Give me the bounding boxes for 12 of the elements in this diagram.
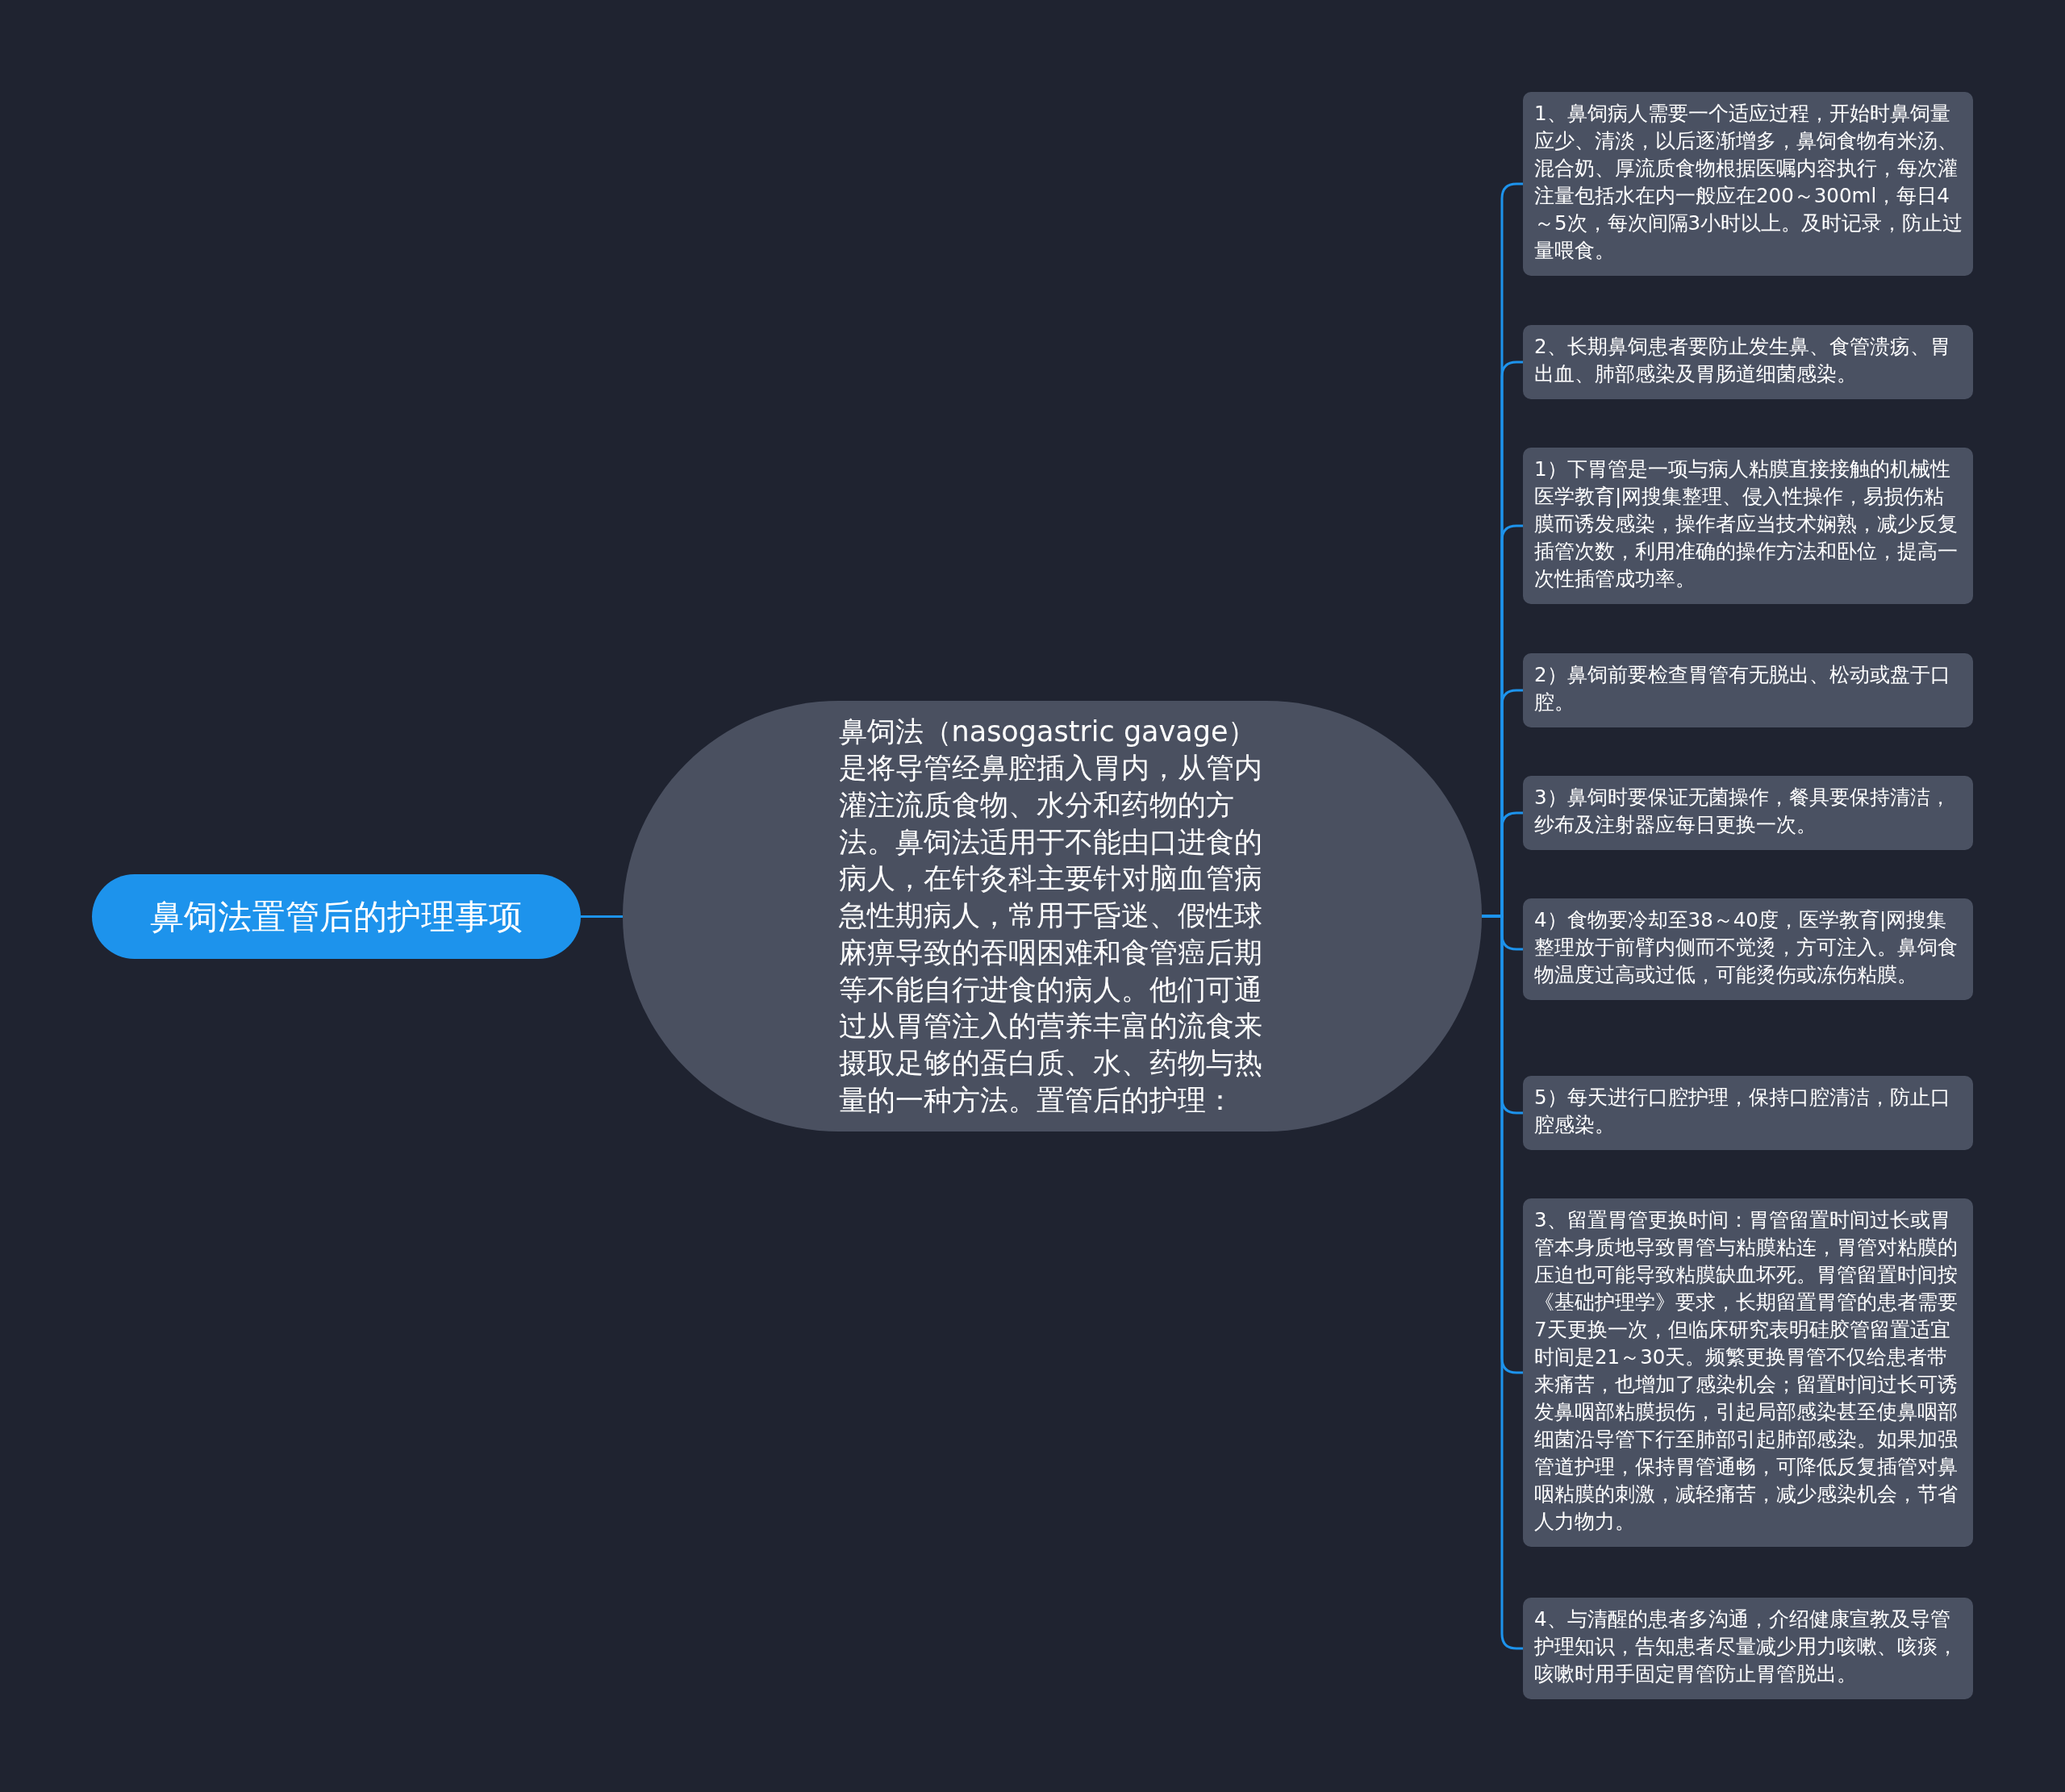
note-card: 3）鼻饲时要保证无菌操作，餐具要保持清洁，纱布及注射器应每日更换一次。 [1523, 776, 1973, 850]
connector-line [581, 915, 623, 918]
note-card: 4）食物要冷却至38～40度，医学教育|网搜集整理放于前臂内侧而不觉烫，方可注入。鼻饲食物温度过高或过低，可能烫伤或冻伤粘膜。 [1523, 898, 1973, 1000]
note-card: 3、留置胃管更换时间：胃管留置时间过长或胃管本身质地导致胃管与粘膜粘连，胃管对粘膜的压迫也可能导致粘膜缺血坏死。胃管留置时间按《基础护理学》要求，长期留置胃管的患者需要7天更换一次，但临床研究表明硅胶管留置适宜时间是21～30天。频繁更换胃管不仅给患者带来痛苦，也增加了感染机会；留置时间过长可诱发鼻咽部粘膜损伤，引起局部感染甚至使鼻咽部细菌沿导管下行至肺部引起肺部感染。如果加强管道护理，保持胃管通畅，可降低反复插管对鼻咽粘膜的刺激，减轻痛苦，减少感染机会，节省人力物力。 [1523, 1198, 1973, 1547]
note-card: 4、与清醒的患者多沟通，介绍健康宣教及导管护理知识，告知患者尽量减少用力咳嗽、咳痰，咳嗽时用手固定胃管防止胃管脱出。 [1523, 1598, 1973, 1699]
note-card: 1、鼻饲病人需要一个适应过程，开始时鼻饲量应少、清淡，以后逐渐增多，鼻饲食物有米汤、混合奶、厚流质食物根据医嘱内容执行，每次灌注量包括水在内一般应在200～300ml，每日4～5次，每次间隔3小时以上。及时记录，防止过量喂食。 [1523, 92, 1973, 276]
note-card: 2、长期鼻饲患者要防止发生鼻、食管溃疡、胃出血、肺部感染及胃肠道细菌感染。 [1523, 325, 1973, 399]
note-card: 1）下胃管是一项与病人粘膜直接接触的机械性医学教育|网搜集整理、侵入性操作，易损伤粘膜而诱发感染，操作者应当技术娴熟，减少反复插管次数，利用准确的操作方法和卧位，提高一次性插管成功率。 [1523, 448, 1973, 604]
topic-pill: 鼻饲法置管后的护理事项 [92, 874, 581, 959]
summary-bubble: 鼻饲法（nasogastric gavage）是将导管经鼻腔插入胃内，从管内灌注流质食物、水分和药物的方法。鼻饲法适用于不能由口进食的病人，在针灸科主要针对脑血管病急性期病人，常用于昏迷、假性球麻痹导致的吞咽困难和食管癌后期等不能自行进食的病人。他们可通过从胃管注入的营养丰富的流食来摄取足够的蛋白质、水、药物与热量的一种方法。置管后的护理： [623, 701, 1482, 1131]
note-card: 5）每天进行口腔护理，保持口腔清洁，防止口腔感染。 [1523, 1076, 1973, 1150]
note-card: 2）鼻饲前要检查胃管有无脱出、松动或盘于口腔。 [1523, 653, 1973, 727]
